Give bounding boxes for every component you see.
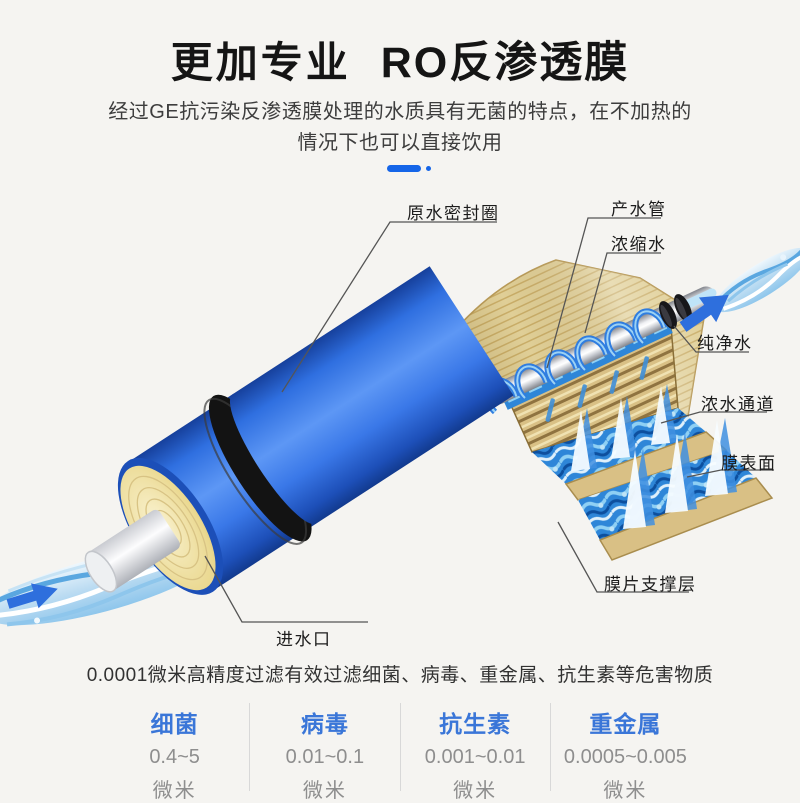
flow-arrow-in-icon: [6, 583, 58, 609]
col-header: 病毒: [300, 711, 349, 737]
col-range: 0.0005~0.005: [563, 746, 687, 768]
divider-bar-icon: [387, 164, 421, 172]
label-raw-water-seal-ring: 原水密封圈: [407, 204, 500, 223]
col-range: 0.01~0.1: [285, 746, 365, 768]
pure-water-splash: [714, 244, 800, 313]
tube-seal-rings: [659, 294, 692, 329]
label-membrane-support-layer: 膜片支撑层: [604, 575, 697, 594]
label-concentrated-water: 浓缩水: [611, 235, 667, 254]
inlet-tube: [84, 509, 180, 593]
label-water-inlet: 进水口: [276, 630, 332, 649]
flow-arrow-out-icon: [679, 294, 729, 332]
page-title: 更加专业 RO反渗透膜: [0, 28, 800, 90]
label-membrane-surface: 膜表面: [721, 454, 777, 473]
spray-spikes: [571, 384, 737, 529]
seal-o-ring: [203, 393, 320, 545]
subtitle: 经过GE抗污染反渗透膜处理的水质具有无菌的特点，在不加热的 情况下也可以直接饮用: [0, 97, 800, 159]
table-col-antibiotics: 抗生素 0.001~0.01 微米: [399, 703, 550, 802]
subtitle-line-1: 经过GE抗污染反渗透膜处理的水质具有无菌的特点，在不加热的: [108, 101, 692, 123]
contaminant-size-table: 细菌 0.4~5 微米 病毒 0.01~0.1 微米 抗生素 0.001~0.0…: [100, 703, 700, 802]
callout-leader-lines: [204, 217, 774, 623]
divider-dot-icon: [426, 165, 431, 171]
col-range: 0.001~0.01: [424, 746, 526, 768]
support-layer-fan: [532, 384, 774, 561]
accent-divider: [0, 163, 800, 173]
col-header: 抗生素: [439, 711, 512, 737]
filter-precision-note: 0.0001微米高精度过滤有效过滤细菌、病毒、重金属、抗生素等危害物质: [86, 665, 714, 686]
col-unit: 微米: [152, 780, 197, 802]
col-range: 0.4~5: [149, 746, 200, 768]
table-col-bacteria: 细菌 0.4~5 微米: [100, 703, 249, 802]
membrane-housing-cylinder: [84, 266, 514, 595]
label-product-water-pipe: 产水管: [611, 200, 667, 219]
title-part-2: RO反渗透膜: [380, 39, 630, 87]
col-header: 重金属: [589, 711, 662, 737]
table-col-heavy-metals: 重金属 0.0005~0.005 微米: [549, 703, 700, 802]
col-unit: 微米: [302, 780, 347, 802]
title-part-1: 更加专业: [170, 39, 351, 86]
label-concentrate-channel: 浓水通道: [701, 395, 775, 414]
col-unit: 微米: [603, 780, 648, 802]
col-header: 细菌: [150, 711, 199, 737]
subtitle-line-2: 情况下也可以直接饮用: [297, 132, 503, 154]
table-col-virus: 病毒 0.01~0.1 微米: [249, 703, 399, 802]
label-pure-water: 纯净水: [697, 334, 753, 353]
col-unit: 微米: [453, 780, 498, 802]
